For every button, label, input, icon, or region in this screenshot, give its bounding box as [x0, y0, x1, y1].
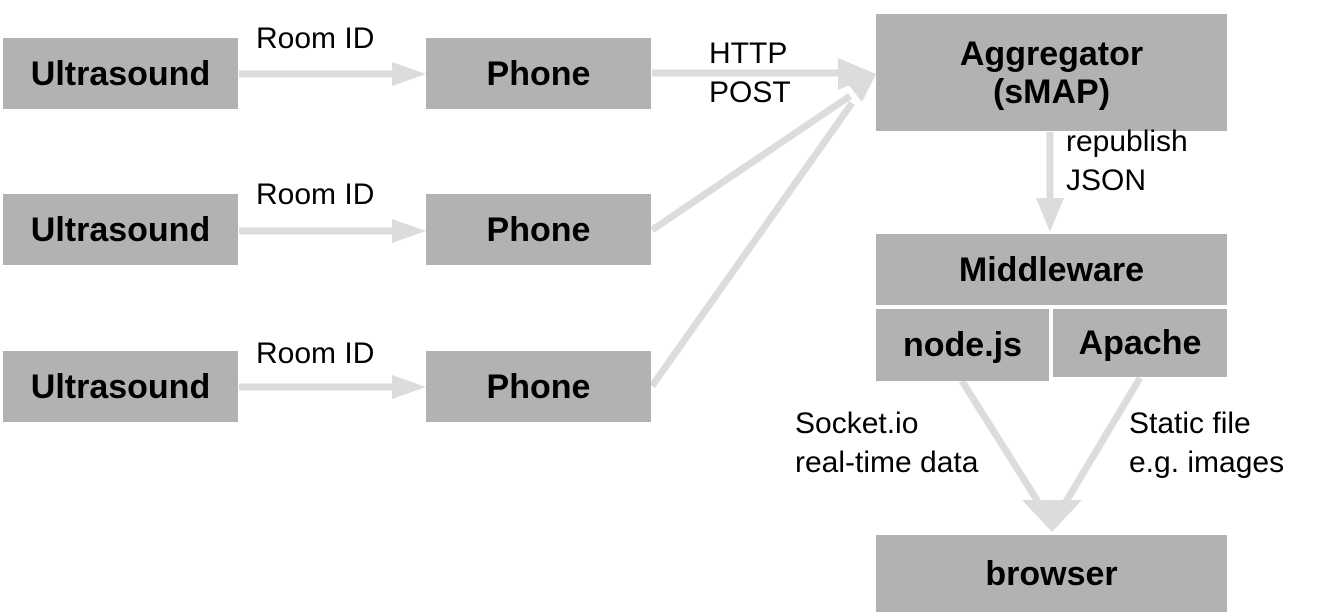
- arrowhead-phone1: [392, 62, 426, 86]
- aggregator-subtitle: (sMAP): [992, 72, 1111, 111]
- middleware-node: Middleware: [876, 234, 1227, 305]
- arrow-phone3-to-aggregator: [649, 100, 855, 389]
- aggregator-node: Aggregator (sMAP): [876, 14, 1227, 131]
- browser-node: browser: [876, 535, 1227, 612]
- arrow-apache-to-browser: [1060, 376, 1144, 507]
- edge-label-republish-line1: republish: [1066, 125, 1188, 158]
- edge-label-http-line2: POST: [709, 76, 791, 109]
- arrowhead-phone3: [392, 375, 426, 399]
- edge-label-http-post: HTTP POST: [709, 34, 791, 112]
- ultrasound-node-3: Ultrasound: [3, 351, 238, 422]
- edge-label-socketio: Socket.io real-time data: [795, 404, 978, 482]
- apache-node: Apache: [1053, 309, 1227, 377]
- arrowhead-aggregator-2: [840, 74, 876, 102]
- ultrasound-node-1: Ultrasound: [3, 38, 238, 109]
- arrow-nodejs-to-browser: [959, 379, 1043, 507]
- edge-label-socket-line1: Socket.io: [795, 407, 919, 440]
- arrowhead-browser: [1022, 500, 1082, 532]
- aggregator-title: Aggregator: [959, 34, 1144, 73]
- phone-node-1: Phone: [426, 38, 651, 109]
- ultrasound-node-2: Ultrasound: [3, 194, 238, 265]
- edge-label-room-id-1: Room ID: [256, 22, 375, 55]
- phone-node-3: Phone: [426, 351, 651, 422]
- edge-label-http-line1: HTTP: [709, 37, 788, 70]
- edge-label-static-file: Static file e.g. images: [1129, 404, 1284, 482]
- edge-label-room-id-2: Room ID: [256, 178, 375, 211]
- arrowhead-phone2: [392, 219, 426, 243]
- edge-label-static-line1: Static file: [1129, 407, 1251, 440]
- edge-label-static-line2: e.g. images: [1129, 446, 1285, 479]
- phone-node-2: Phone: [426, 194, 651, 265]
- arrowhead-middleware: [1036, 198, 1064, 232]
- edge-label-republish-json: republish JSON: [1066, 122, 1188, 200]
- nodejs-node: node.js: [876, 309, 1049, 381]
- edge-label-room-id-3: Room ID: [256, 337, 375, 370]
- edge-label-socket-line2: real-time data: [795, 446, 979, 479]
- edge-label-republish-line2: JSON: [1066, 164, 1147, 197]
- arrow-phone2-to-aggregator: [650, 93, 852, 233]
